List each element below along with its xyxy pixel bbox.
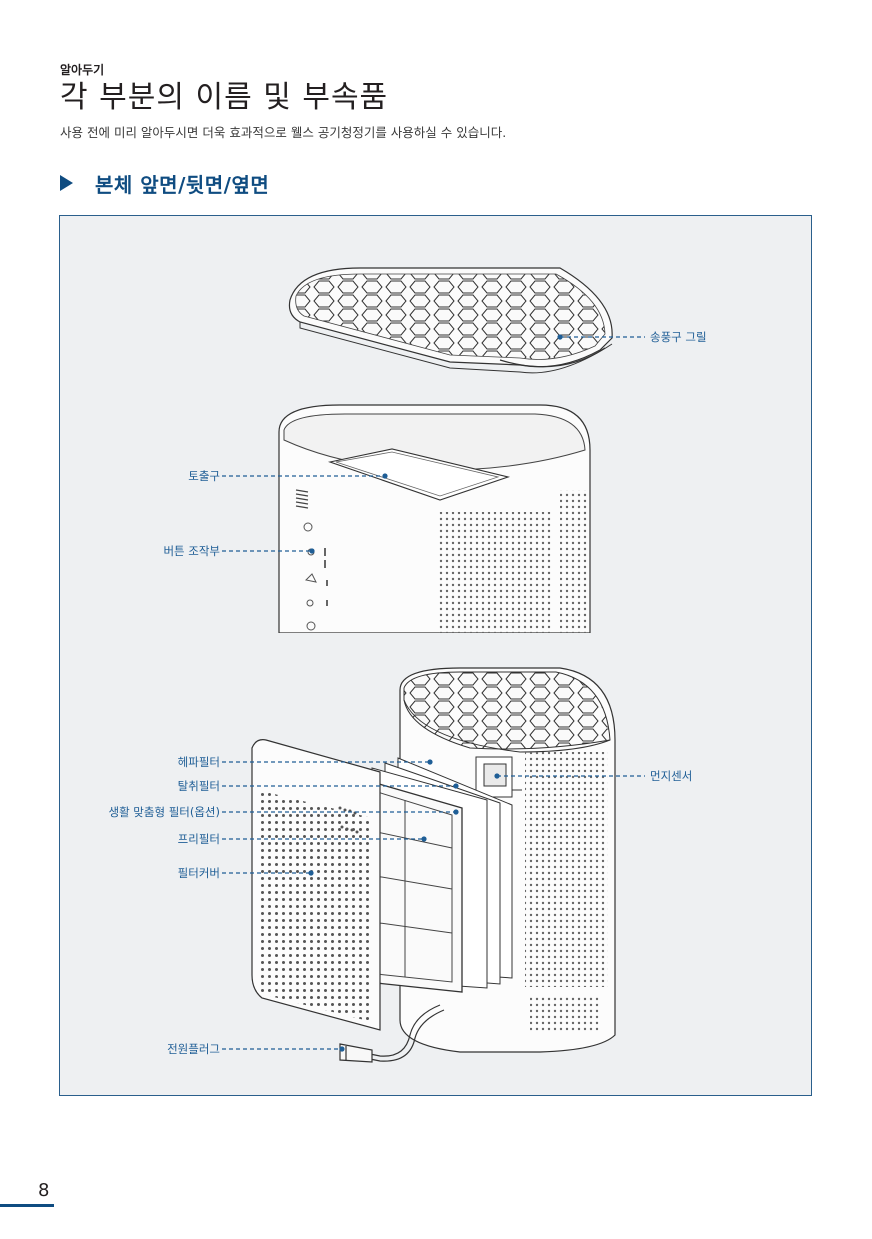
triangle-bullet-icon bbox=[60, 175, 73, 191]
label-outlet: 토출구 bbox=[188, 469, 220, 483]
label-hepa-filter: 헤파필터 bbox=[177, 755, 220, 769]
page-title: 각 부분의 이름 및 부속품 bbox=[60, 80, 389, 115]
leader-lines bbox=[222, 336, 645, 1050]
label-prefilter: 프리필터 bbox=[177, 832, 220, 846]
label-grille: 송풍구 그릴 bbox=[650, 330, 707, 344]
label-deodor-filter: 탈취필터 bbox=[177, 779, 220, 793]
label-dust-sensor: 먼지센서 bbox=[650, 769, 693, 783]
leader-dots bbox=[308, 334, 563, 1052]
section-heading: 본체 앞면/뒷면/옆면 bbox=[60, 170, 270, 197]
filter-cover bbox=[251, 739, 381, 1031]
section-title: 본체 앞면/뒷면/옆면 bbox=[95, 172, 270, 197]
page-number: 8 bbox=[38, 1180, 50, 1201]
power-cord bbox=[339, 1004, 445, 1063]
eyebrow-label: 알아두기 bbox=[60, 63, 105, 77]
label-power-plug: 전원플러그 bbox=[167, 1042, 220, 1056]
grille-part bbox=[288, 267, 613, 374]
main-unit-front bbox=[278, 404, 591, 633]
page-number-bar bbox=[0, 1204, 54, 1207]
page-subtitle: 사용 전에 미리 알아두시면 더욱 효과적으로 웰스 공기청정기를 사용하실 수… bbox=[60, 125, 507, 140]
label-filter-cover: 필터커버 bbox=[177, 866, 220, 880]
label-buttons: 버튼 조작부 bbox=[163, 544, 220, 558]
label-custom-filter: 생활 맞춤형 필터(옵션) bbox=[108, 805, 220, 819]
